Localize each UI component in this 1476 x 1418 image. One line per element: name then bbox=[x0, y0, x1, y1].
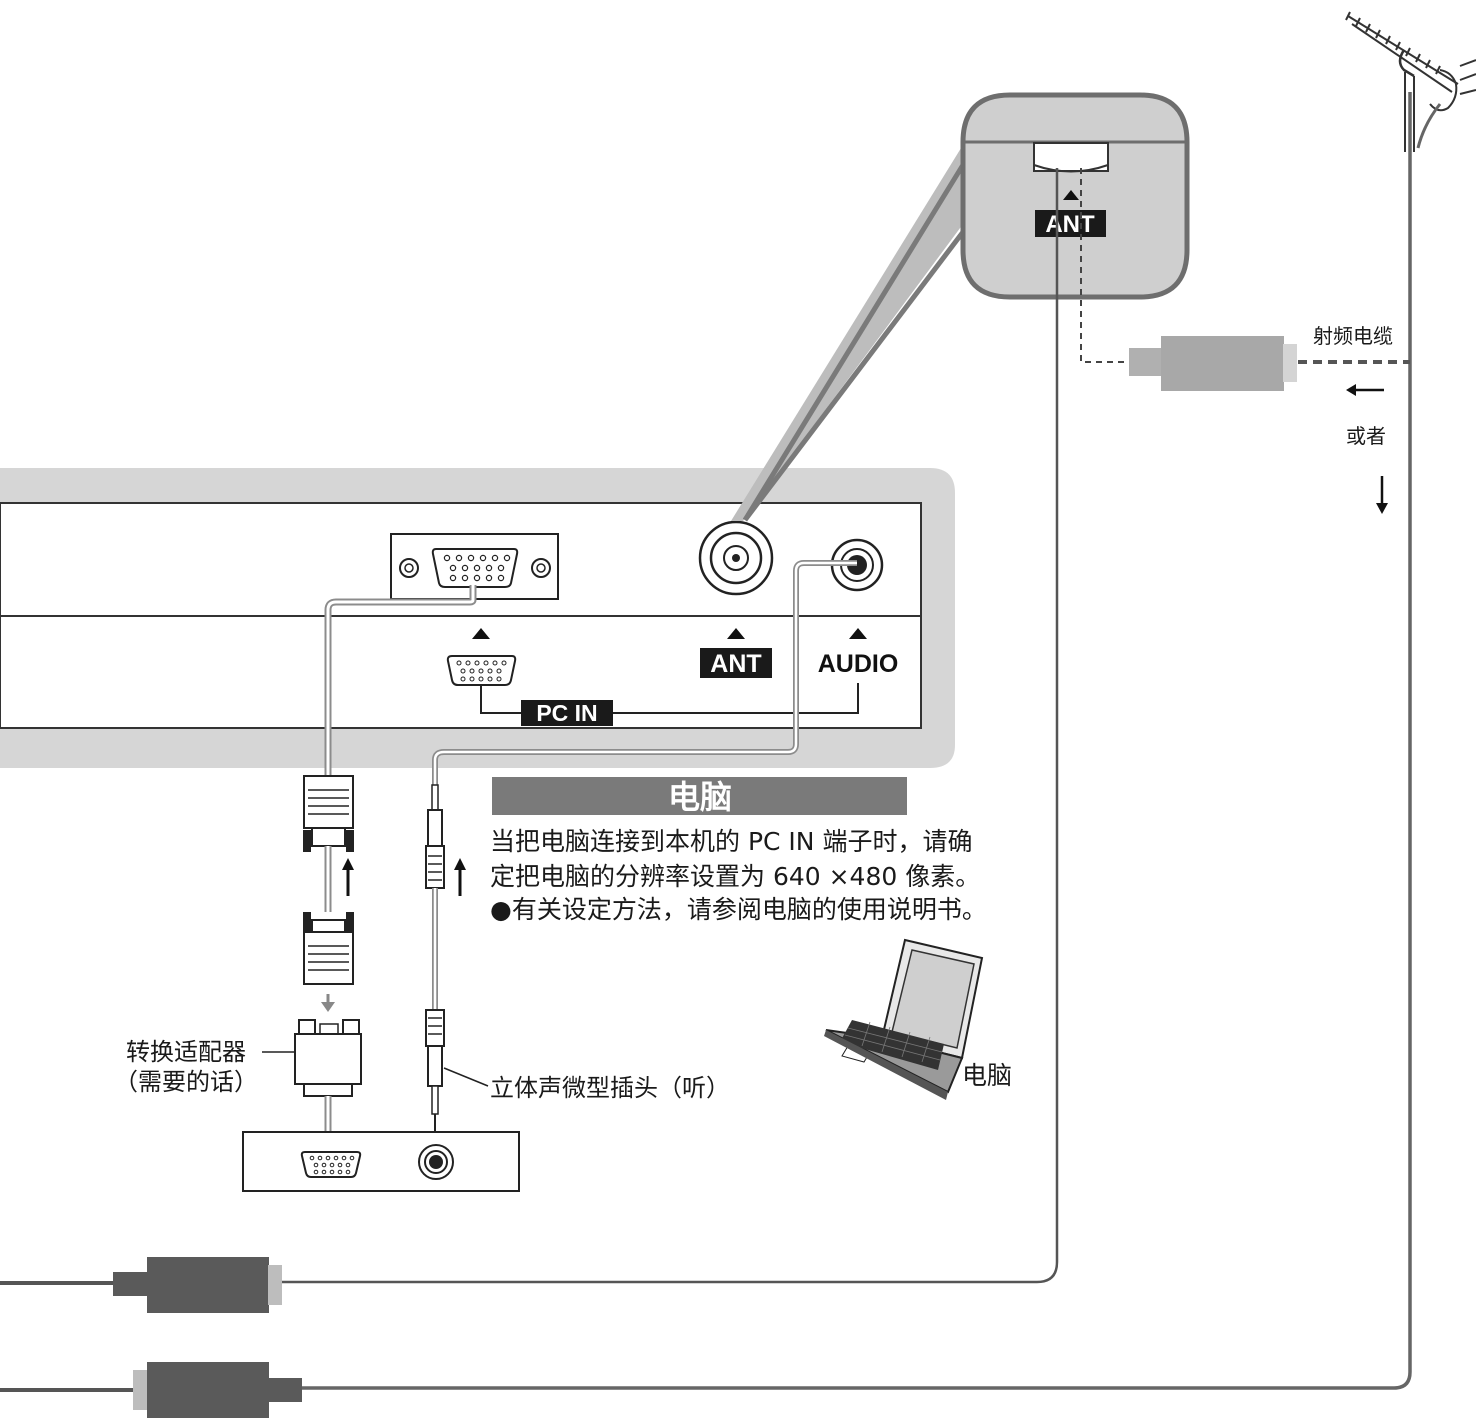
arrow-left-icon bbox=[1346, 384, 1384, 396]
antenna-plug-2 bbox=[0, 1362, 302, 1418]
rf-cable-label: 射频电缆 bbox=[1313, 324, 1393, 348]
ant-coax-port bbox=[698, 520, 774, 596]
ant-zoom-callout: ANT bbox=[731, 92, 1190, 522]
laptop-icon bbox=[824, 938, 984, 1100]
stereo-plug-leader bbox=[443, 1067, 489, 1087]
pc-section: 电脑 当把电脑连接到本机的 PC IN 端子时，请确 定把电脑的分辨率设置为 6… bbox=[490, 777, 987, 924]
stereo-plug-label: 立体声微型插头（听） bbox=[490, 1074, 730, 1102]
arrow-down-small-icon bbox=[321, 994, 335, 1012]
zoom-ant-label: ANT bbox=[1045, 211, 1095, 238]
vga-cable bbox=[303, 585, 477, 985]
pc-in-vga-port bbox=[390, 533, 559, 600]
audio-label: AUDIO bbox=[818, 650, 899, 678]
ant-label: ANT bbox=[710, 650, 761, 678]
adapter-label-line1: 转换适配器 bbox=[126, 1038, 246, 1066]
ant-label-box bbox=[700, 648, 772, 678]
panel-labels: ANT AUDIO PC IN bbox=[446, 628, 899, 726]
pc-note-line1: 当把电脑连接到本机的 PC IN 端子时，请确 bbox=[490, 827, 972, 856]
pc-header: 电脑 bbox=[668, 778, 732, 816]
arrow-up-audio-icon bbox=[454, 858, 466, 896]
rf-cable-plug bbox=[1129, 336, 1297, 391]
audio-cable bbox=[425, 560, 857, 1144]
antenna-plug-1 bbox=[0, 1257, 282, 1313]
pc-in-label: PC IN bbox=[536, 700, 597, 726]
adapter-label-line2: （需要的话） bbox=[114, 1068, 258, 1096]
computer-label: 电脑 bbox=[962, 1061, 1012, 1090]
antenna-icon bbox=[1345, 11, 1476, 152]
pc-header-banner bbox=[492, 777, 907, 815]
pc-in-label-box bbox=[521, 700, 613, 726]
pc-connector-panel bbox=[242, 1131, 520, 1192]
or-label: 或者 bbox=[1346, 424, 1386, 448]
antenna-cables bbox=[278, 92, 1412, 1390]
arrow-down-icon bbox=[1376, 476, 1388, 514]
conversion-adapter bbox=[294, 1019, 362, 1142]
pc-note-line3: ●有关设定方法，请参阅电脑的使用说明书。 bbox=[490, 895, 987, 924]
rear-panel bbox=[0, 468, 955, 768]
arrow-up-icon bbox=[342, 858, 354, 896]
pc-note-line2: 定把电脑的分辨率设置为 640 ×480 像素。 bbox=[490, 862, 980, 891]
